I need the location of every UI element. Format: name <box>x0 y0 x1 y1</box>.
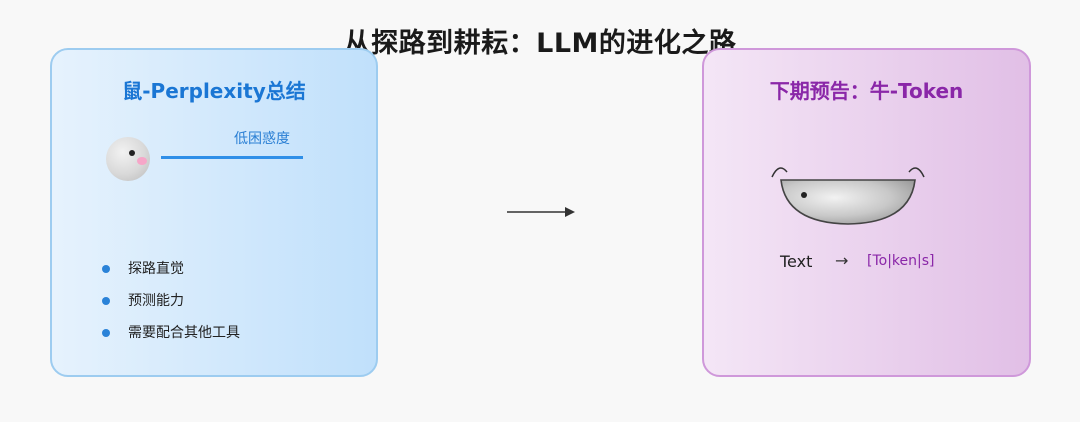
mouse-cheek <box>137 157 147 165</box>
bullet-item-prediction: 预测能力 <box>102 291 240 323</box>
bullet-label: 预测能力 <box>128 293 184 309</box>
bullet-dot <box>102 265 110 273</box>
low-perplexity-label: 低困惑度 <box>234 131 290 147</box>
token-card-title: 下期预告：牛-Token <box>769 79 964 103</box>
mouse-eye <box>129 150 135 156</box>
bullet-label: 探路直觉 <box>128 261 184 277</box>
bullet-dot <box>102 329 110 337</box>
bullet-item-intuition: 探路直觉 <box>102 259 240 291</box>
tokenization-example: Text → [To|ken|s] <box>704 251 1029 274</box>
transition-arrow-icon <box>507 207 575 217</box>
token-preview-card: 下期预告：牛-Token Text → [To|ken|s] <box>702 48 1031 377</box>
summary-bullet-list: 探路直觉 预测能力 需要配合其他工具 <box>102 259 240 355</box>
ox-eye <box>801 192 807 198</box>
mouse-icon <box>106 137 150 181</box>
bullet-item-tools: 需要配合其他工具 <box>102 323 240 355</box>
perplexity-card-title: 鼠-Perplexity总结 <box>122 79 306 103</box>
ox-bowl-icon <box>771 167 925 225</box>
tokenize-arrow-icon: → <box>835 251 849 270</box>
perplexity-line <box>161 156 303 159</box>
perplexity-summary-card: 鼠-Perplexity总结 低困惑度 探路直觉 预测能力 需要配合其他工具 <box>50 48 378 377</box>
right-horn <box>908 167 925 178</box>
bullet-dot <box>102 297 110 305</box>
tokenized-text: [To|ken|s] <box>867 253 935 269</box>
left-horn <box>771 167 788 178</box>
page-title: 从探路到耕耘：LLM的进化之路 <box>343 28 737 59</box>
bullet-label: 需要配合其他工具 <box>128 325 240 341</box>
source-text: Text <box>780 252 813 271</box>
